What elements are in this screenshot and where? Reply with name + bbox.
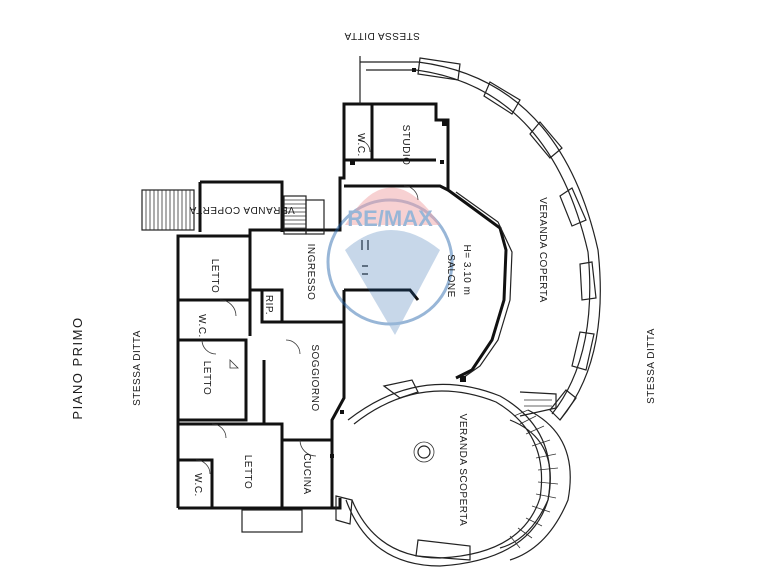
watermark: RE/MAX [326, 187, 454, 335]
room-studio: STUDIO [400, 125, 411, 166]
floor-label: PIANO PRIMO [70, 316, 85, 419]
stair-left [141, 189, 195, 231]
salone-outline [361, 191, 513, 381]
neighbor-left-label: STESSA DITTA [132, 330, 143, 406]
room-veranda-coperta-left: VERANDA COPERTA [189, 204, 295, 215]
room-wc-mid: W.C. [196, 314, 207, 338]
room-wc-top: W.C. [355, 133, 366, 157]
neighbor-top-label: STESSA DITTA [344, 30, 420, 41]
room-ingresso: INGRESSO [305, 244, 316, 301]
stair-entrance [283, 195, 325, 235]
stair-curved [499, 391, 571, 561]
watermark-text: RE/MAX [347, 206, 433, 231]
room-letto-1: LETTO [209, 259, 220, 294]
room-soggiorno: SOGGIORNO [309, 344, 320, 411]
room-cucina: CUCINA [301, 453, 312, 494]
neighbor-right-label: STESSA DITTA [646, 328, 657, 404]
room-rip: RIP. [263, 295, 274, 315]
room-veranda-coperta-right: VERANDA COPERTA [537, 197, 548, 303]
room-veranda-scoperta: VERANDA SCOPERTA [457, 414, 468, 527]
pillars [330, 68, 466, 458]
veranda-scoperta-circle [335, 379, 551, 567]
room-letto-3: LETTO [242, 455, 253, 490]
room-wc-bottom: W.C. [192, 473, 203, 497]
room-salone: SALONE [445, 254, 456, 298]
room-letto-2: LETTO [201, 361, 212, 396]
veranda-coperta-arc [359, 56, 601, 421]
room-salone-height: H= 3.10 m [461, 245, 472, 296]
exterior-walls [176, 102, 508, 510]
balcony [241, 509, 303, 533]
doors [195, 139, 419, 475]
